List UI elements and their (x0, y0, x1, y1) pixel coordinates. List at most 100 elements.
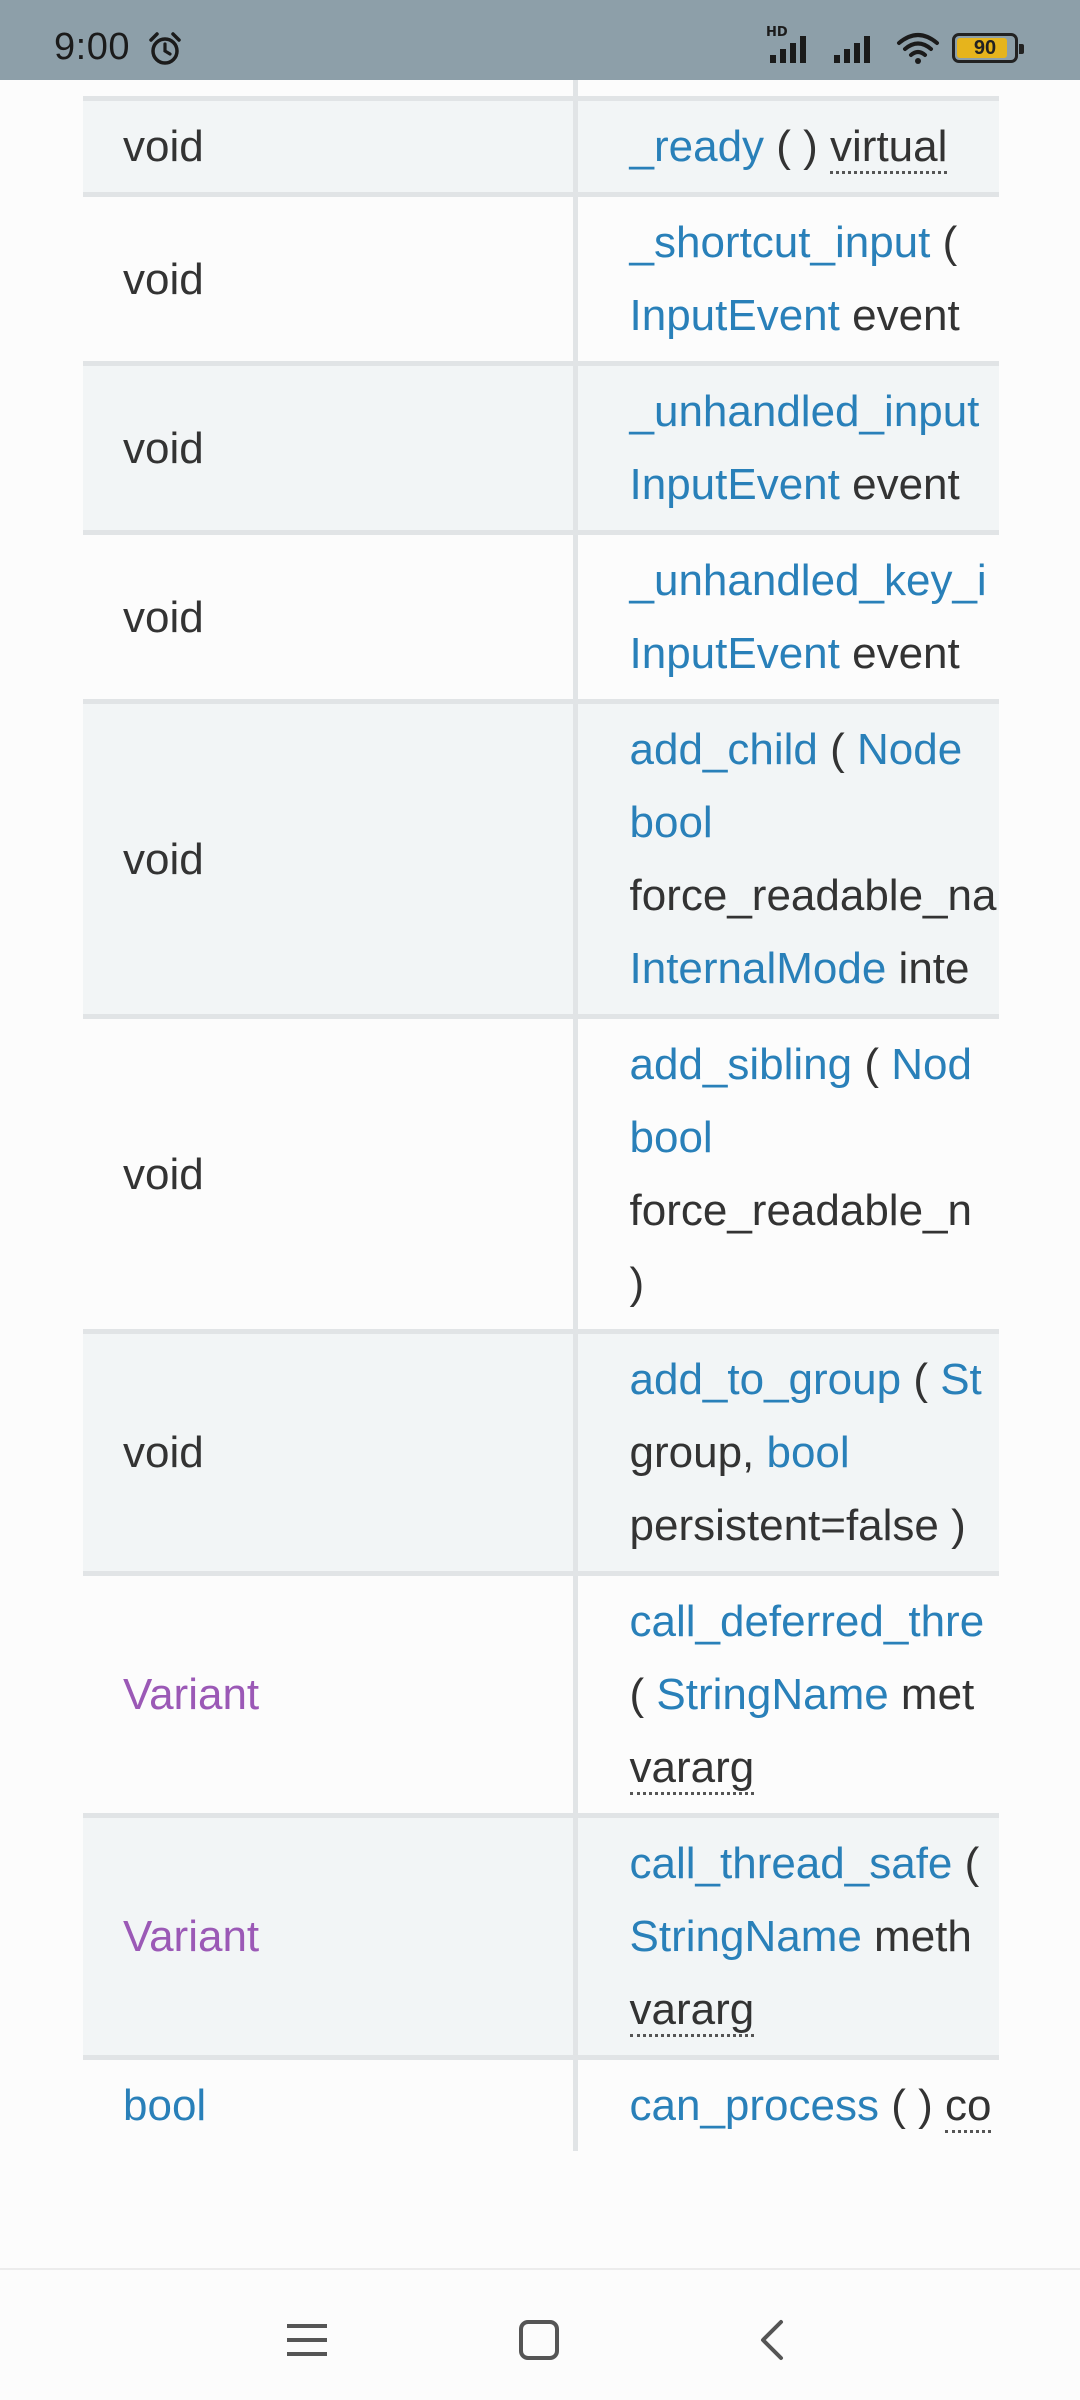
table-row: void add_child ( Node bool force_readable_n… (83, 699, 1000, 1017)
methods-table-body: virtual void _ready ( ) virtual void _shortc… (83, 80, 999, 2151)
signature-text: ( (901, 1355, 941, 1404)
battery-level: 90 (973, 36, 997, 59)
signature-line: add_to_group ( St (630, 1343, 1000, 1416)
battery-fill (957, 38, 1007, 58)
type-link[interactable]: _ready (629, 122, 765, 171)
status-bar: 9:00 HD 9 (0, 0, 1080, 80)
return-type-cell: void (83, 530, 578, 702)
qualifier-abbr[interactable]: co (944, 2081, 992, 2133)
signature-line: _shortcut_input ( (630, 206, 1000, 279)
battery-icon: 90 (952, 33, 1024, 63)
signature-line: InputEvent event (630, 279, 1000, 352)
return-type: void (123, 592, 204, 642)
return-type[interactable]: Variant (123, 1670, 260, 1719)
methods-table: virtual void _ready ( ) virtual void _shortc… (83, 80, 999, 2151)
return-type-cell: void (83, 1329, 578, 1574)
signature-line: StringName meth (630, 1900, 1000, 1973)
table-row: bool can_process ( ) co (83, 2055, 999, 2151)
navigation-bar (0, 2268, 1080, 2400)
signature-line: bool (630, 786, 1000, 859)
qualifier-abbr[interactable]: vararg (629, 1743, 755, 1795)
home-button[interactable] (509, 2310, 569, 2370)
return-type: void (123, 834, 204, 884)
return-type: void (123, 423, 204, 473)
type-link[interactable]: InputEvent (629, 460, 840, 509)
signature-line: call_thread_safe ( (630, 1827, 1000, 1900)
type-link[interactable]: add_to_group (629, 1355, 902, 1404)
signature-line: add_sibling ( Nod (630, 1028, 1000, 1101)
return-type-cell: void (83, 361, 578, 533)
type-link[interactable]: call_thread_safe (629, 1839, 953, 1888)
type-link[interactable]: bool (629, 1113, 713, 1162)
table-row: void add_sibling ( Nod bool force_readable_… (83, 1014, 1000, 1332)
signature-line: vararg (629, 1731, 1000, 1804)
signature-line: bool (630, 1101, 1000, 1174)
signature-line: group, bool (630, 1416, 1000, 1489)
method-signature-cell: virtual (575, 80, 999, 99)
signature-text: ( ) (878, 2081, 945, 2130)
type-link[interactable]: StringName (656, 1670, 889, 1719)
type-link[interactable]: bool (629, 798, 713, 847)
signature-line: force_readable_n (630, 1174, 1000, 1247)
return-type-cell: void (83, 1014, 578, 1332)
signature-text: inte (886, 944, 970, 993)
alarm-icon (149, 32, 181, 65)
signature-line: vararg (629, 1973, 1000, 2046)
type-link[interactable]: can_process (629, 2081, 879, 2130)
methods-table-viewport[interactable]: virtual void _ready ( ) virtual void _shortc… (83, 80, 999, 2268)
type-link[interactable]: St (940, 1355, 982, 1404)
type-link[interactable]: InternalMode (629, 944, 887, 993)
type-link[interactable]: _unhandled_key_i (629, 556, 987, 605)
signature-text: event (839, 460, 960, 509)
type-link[interactable]: _unhandled_input (629, 387, 980, 436)
type-link[interactable]: _shortcut_input (629, 218, 931, 267)
signature-line: virtual (630, 80, 1000, 87)
type-link[interactable]: StringName (629, 1912, 862, 1961)
method-signature-cell: _shortcut_input (InputEvent event (575, 192, 1000, 364)
signature-line: _ready ( ) virtual (630, 110, 1000, 183)
method-signature-cell: add_sibling ( Nod bool force_readable_n) (575, 1014, 1000, 1332)
signature-line: force_readable_na (630, 859, 1000, 932)
return-type: void (123, 254, 204, 304)
status-icons: HD 90 (766, 25, 1024, 68)
type-link[interactable]: InputEvent (629, 291, 840, 340)
signature-text: force_readable_na (629, 871, 997, 920)
back-icon (761, 2320, 783, 2360)
signature-text: ( (629, 1670, 657, 1719)
return-type-cell (83, 80, 578, 99)
signature-line: call_deferred_thre (630, 1585, 1000, 1658)
qualifier-abbr[interactable]: vararg (629, 1985, 755, 2037)
signature-text: event (839, 629, 960, 678)
back-button[interactable] (743, 2310, 803, 2370)
return-type: void (123, 1428, 204, 1477)
qualifier-abbr[interactable]: virtual (830, 122, 948, 174)
return-type: void (123, 122, 204, 171)
signature-line: InternalMode inte (630, 932, 1000, 1005)
network-badge: HD (766, 25, 788, 40)
type-link[interactable]: bool (766, 1428, 850, 1477)
signal-icon-2 (834, 36, 870, 63)
menu-button[interactable] (277, 2310, 337, 2370)
signature-text: ( (817, 725, 857, 774)
signature-line: persistent=false ) (630, 1489, 1000, 1562)
type-link[interactable]: add_sibling (629, 1040, 853, 1089)
type-link[interactable]: add_child (629, 725, 818, 774)
signature-line: ) (630, 1247, 1000, 1320)
signature-line: _unhandled_key_i (630, 544, 1000, 617)
status-time: 9:00 (54, 26, 130, 68)
type-link[interactable]: Node (856, 725, 963, 774)
signature-text: ) (629, 1259, 645, 1308)
type-link[interactable]: InputEvent (629, 629, 840, 678)
type-link[interactable]: call_deferred_thre (629, 1597, 985, 1646)
return-type[interactable]: bool (123, 2081, 207, 2130)
method-signature-cell: can_process ( ) co (575, 2055, 999, 2151)
signature-line: ( StringName met (630, 1658, 1000, 1731)
type-link[interactable]: Nod (891, 1040, 972, 1089)
signature-text: persistent=false ) (629, 1501, 966, 1550)
signature-text: force_readable_n (629, 1186, 972, 1235)
menu-icon (287, 2324, 327, 2356)
signature-text: ( (852, 1040, 892, 1089)
return-type[interactable]: Variant (123, 1912, 260, 1961)
